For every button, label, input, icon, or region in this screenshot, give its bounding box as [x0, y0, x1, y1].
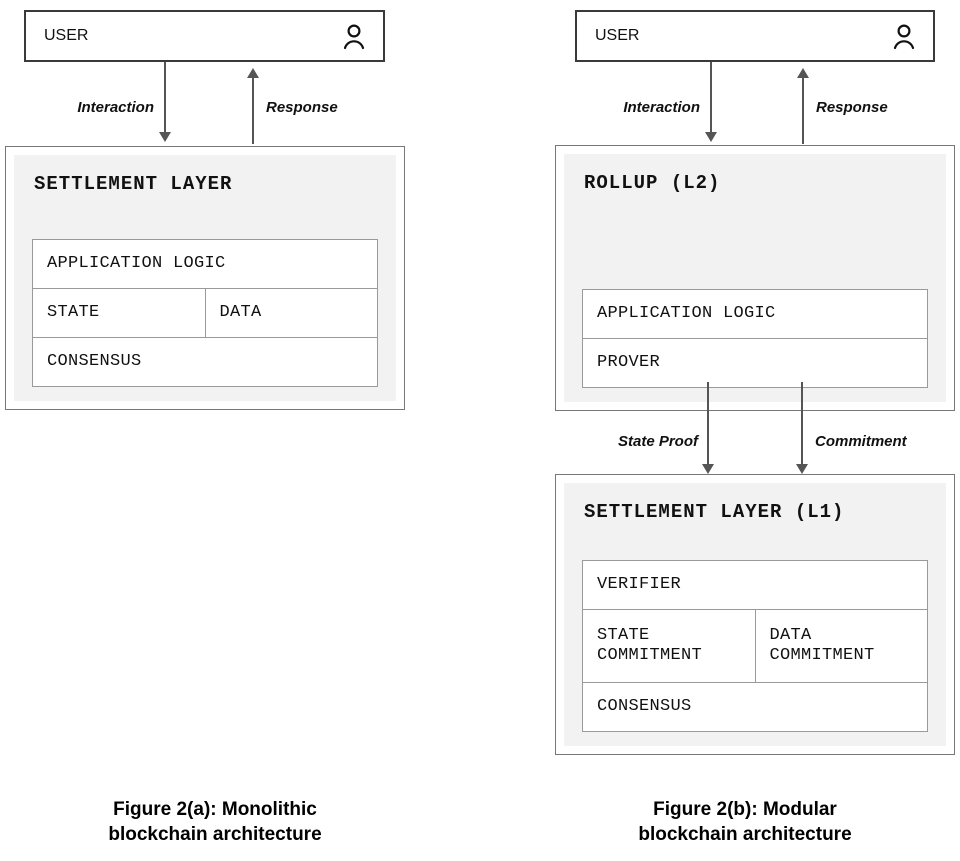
- settlement-layer-inner: SETTLEMENT LAYER APPLICATION LOGIC STATE…: [14, 155, 396, 401]
- response-arrow-head: [247, 68, 259, 78]
- user-box-label: USER: [595, 27, 640, 44]
- interaction-arrow-head: [159, 132, 171, 142]
- rollup-layer-spacer: [582, 194, 928, 289]
- user-box-label: USER: [44, 27, 89, 44]
- component-row: APPLICATION LOGIC: [33, 240, 377, 289]
- response-label: Response: [816, 99, 888, 116]
- component-consensus[interactable]: CONSENSUS: [597, 696, 692, 716]
- user-box-modular[interactable]: USER: [575, 10, 935, 62]
- interaction-arrow-line: [710, 62, 712, 134]
- component-state[interactable]: STATE: [33, 288, 206, 337]
- settlement-layer-spacer: [32, 195, 378, 239]
- state-proof-label: State Proof: [617, 433, 698, 450]
- component-row: CONSENSUS: [583, 683, 927, 731]
- rollup-layer-title: ROLLUP (L2): [584, 172, 721, 194]
- settlement-l1-layer-title: SETTLEMENT LAYER (L1): [584, 501, 845, 523]
- interaction-label: Interaction: [623, 99, 700, 116]
- user-box-monolithic[interactable]: USER: [24, 10, 385, 62]
- settlement-l1-layer-box: SETTLEMENT LAYER (L1) VERIFIER STATE COM…: [555, 474, 955, 755]
- component-row: STATE COMMITMENT DATA COMMITMENT: [583, 609, 927, 683]
- response-arrow-line: [252, 78, 254, 144]
- component-application-logic[interactable]: APPLICATION LOGIC: [597, 303, 776, 323]
- settlement-layer-title: SETTLEMENT LAYER: [34, 173, 233, 195]
- commitment-label: Commitment: [815, 433, 907, 450]
- component-verifier[interactable]: VERIFIER: [597, 574, 682, 594]
- settlement-l1-layer-spacer: [582, 523, 928, 560]
- state-proof-arrow-line: [707, 382, 709, 466]
- caption-modular: Figure 2(b): Modular blockchain architec…: [638, 799, 852, 846]
- settlement-l1-layer-inner: SETTLEMENT LAYER (L1) VERIFIER STATE COM…: [564, 483, 946, 746]
- user-person-icon: [341, 22, 367, 50]
- component-row: VERIFIER: [583, 561, 927, 610]
- interaction-arrow-line: [164, 62, 166, 134]
- component-data-commitment[interactable]: DATA COMMITMENT: [769, 625, 875, 665]
- component-row: APPLICATION LOGIC: [583, 290, 927, 339]
- user-person-icon: [891, 22, 917, 50]
- response-arrow-head: [797, 68, 809, 78]
- settlement-layer-box: SETTLEMENT LAYER APPLICATION LOGIC STATE…: [5, 146, 405, 410]
- settlement-l1-component-stack: VERIFIER STATE COMMITMENT DATA COMMITMEN…: [582, 559, 928, 732]
- component-prover[interactable]: PROVER: [597, 352, 661, 372]
- interaction-label: Interaction: [77, 99, 154, 116]
- component-consensus[interactable]: CONSENSUS: [47, 351, 142, 371]
- panel-modular: USER Interaction Response ROLLUP (L2) AP…: [530, 0, 960, 861]
- commitment-arrow-line: [801, 382, 803, 466]
- interaction-arrow-head: [705, 132, 717, 142]
- component-row: PROVER: [583, 339, 927, 387]
- commitment-arrow-head: [796, 464, 808, 474]
- state-proof-arrow-head: [702, 464, 714, 474]
- rollup-component-stack: APPLICATION LOGIC PROVER: [582, 288, 928, 388]
- response-arrow-line: [802, 78, 804, 144]
- component-state-commitment[interactable]: STATE COMMITMENT: [583, 609, 756, 682]
- settlement-component-stack: APPLICATION LOGIC STATE DATA CONSENSUS: [32, 238, 378, 387]
- component-row: STATE DATA: [33, 288, 377, 338]
- panel-monolithic: USER Interaction Response SETTLEMENT LAY…: [0, 0, 430, 861]
- component-row: CONSENSUS: [33, 338, 377, 386]
- component-data[interactable]: DATA: [219, 302, 262, 322]
- response-label: Response: [266, 99, 338, 116]
- rollup-layer-inner: ROLLUP (L2) APPLICATION LOGIC PROVER: [564, 154, 946, 402]
- component-application-logic[interactable]: APPLICATION LOGIC: [47, 253, 226, 273]
- caption-monolithic: Figure 2(a): Monolithic blockchain archi…: [108, 799, 322, 846]
- rollup-layer-box: ROLLUP (L2) APPLICATION LOGIC PROVER: [555, 145, 955, 411]
